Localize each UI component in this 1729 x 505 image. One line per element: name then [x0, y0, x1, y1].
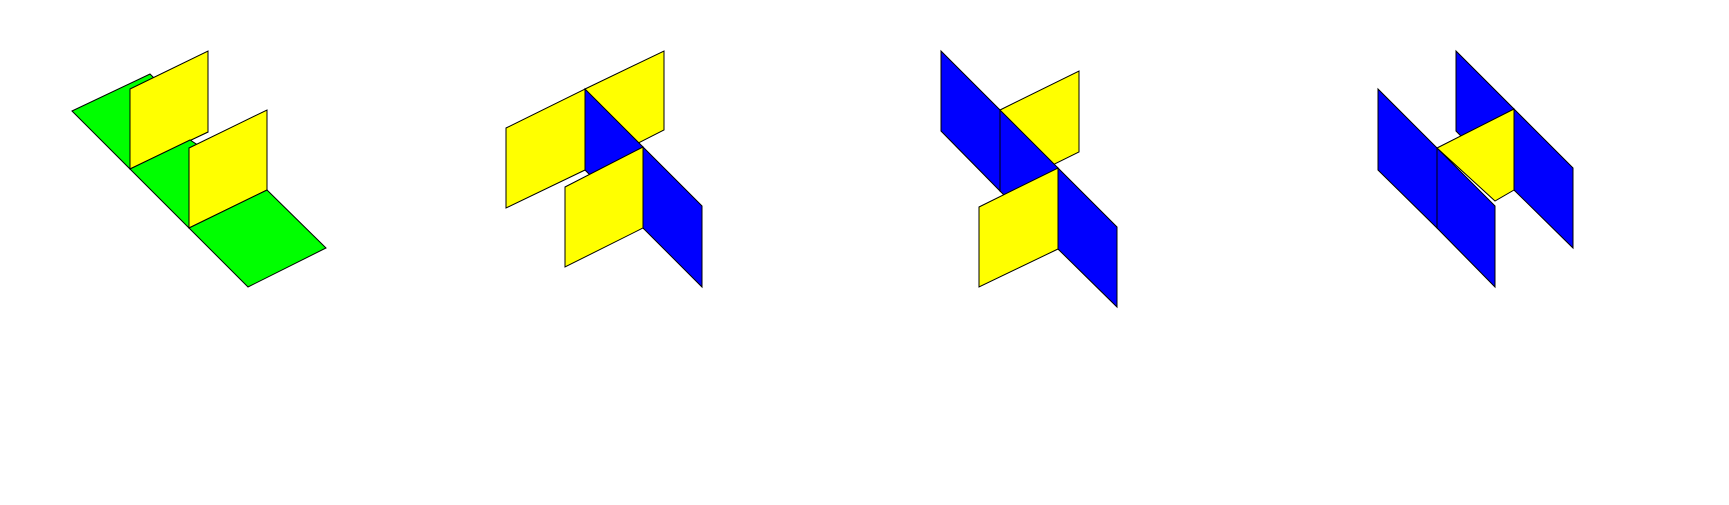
figure-2 — [505, 50, 703, 289]
figure-3 — [940, 49, 1118, 309]
figures-layer — [71, 49, 1574, 309]
blue-panel-lower-right — [1057, 166, 1118, 309]
green-floor-panel-3 — [188, 189, 327, 288]
yellow-wall-panel-1 — [129, 50, 209, 170]
yellow-panel-center — [1436, 108, 1515, 202]
blue-panel-front-center — [1436, 146, 1496, 289]
blue-panel-lower-right — [642, 145, 703, 289]
figure-1 — [71, 50, 327, 288]
figure-4 — [1377, 49, 1574, 289]
